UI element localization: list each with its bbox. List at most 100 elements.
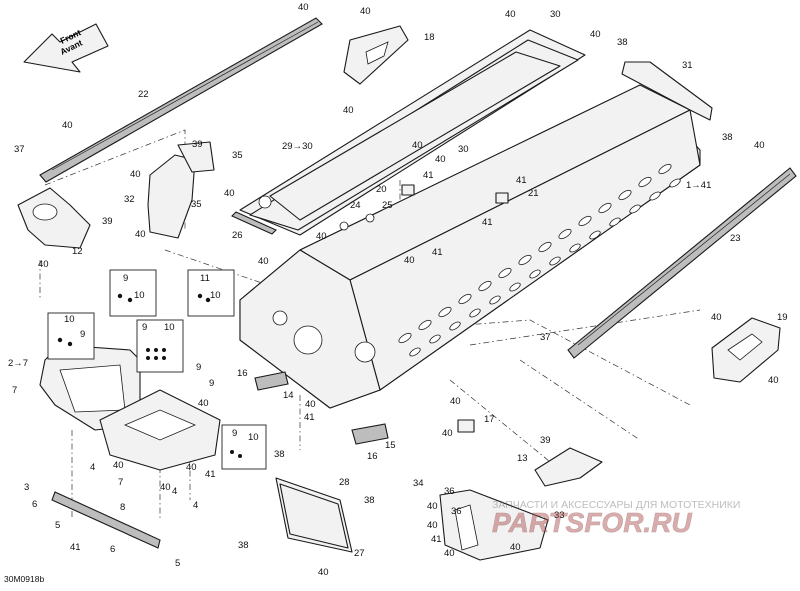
callout-15: 40 [412,140,423,151]
watermark: ЗАПЧАСТИ И АКСЕССУАРЫ ДЛЯ МОТОТЕХНИКИ PA… [492,499,741,538]
callout-95: 38 [238,540,249,551]
callout-20: 40 [130,169,141,180]
callout-59: 14 [283,390,294,401]
callout-28: 32 [124,194,135,205]
callout-58: 9 [209,378,214,389]
callout-66: 9 [232,428,237,439]
callout-4: 30 [550,9,561,20]
part-23-right-rail [567,167,797,359]
callout-33: 26 [232,230,243,241]
perforation-hole [438,306,452,318]
part-27-heat-exchanger [275,477,353,553]
perforation-hole [509,282,521,292]
callout-36: 23 [730,233,741,244]
part-26-strip [231,211,277,235]
perforation-hole [658,163,672,175]
callout-77: 7 [118,477,123,488]
callout-64: 17 [484,414,495,425]
callout-90: 33 [554,510,565,521]
callout-17: 40 [435,154,446,165]
callout-94: 41 [70,542,81,553]
callout-55: 16 [237,368,248,379]
callout-13: 35 [232,150,243,161]
callout-32: 39 [102,216,113,227]
callout-35: 40 [316,231,327,242]
perforation-hole [398,332,412,344]
part-19-bracket [711,317,781,383]
hardware-box-9-10-c [136,319,184,373]
perforation-hole [469,308,481,318]
part-31-rear-bracket [621,61,713,121]
callout-93: 41 [431,534,442,545]
callout-6: 38 [617,37,628,48]
callout-9: 40 [343,105,354,116]
callout-1: 40 [360,6,371,17]
watermark-small-text: ЗАПЧАСТИ И АКСЕССУАРЫ ДЛЯ МОТОТЕХНИКИ [492,499,740,511]
callout-97: 27 [354,548,365,559]
callout-49: 10 [164,322,175,333]
callout-62: 40 [450,396,461,407]
perforation-hole [449,321,461,331]
callout-54: 9 [196,362,201,373]
perforation-hole [558,228,572,240]
perforation-hole [458,293,472,305]
callout-81: 28 [339,477,350,488]
callout-2: 18 [424,32,435,43]
callout-3: 40 [505,9,516,20]
callout-92: 40 [427,520,438,531]
callout-79: 40 [160,482,171,493]
part-13-bracket [534,447,603,487]
callout-23: 1→41 [686,180,711,191]
callout-24: 40 [224,188,235,199]
front-direction-arrow: Front Avant [23,23,109,73]
callout-63: 41 [304,412,315,423]
callout-87: 8 [120,502,125,513]
callout-34: 40 [135,229,146,240]
perforation-hole [418,319,432,331]
callout-91: 5 [55,520,60,531]
part-14-footrest [254,371,289,391]
perforation-hole [589,230,601,240]
callout-80: 34 [413,478,424,489]
part-29-tunnel-panel [239,29,586,236]
callout-48: 9 [142,322,147,333]
perforation-hole [609,217,621,227]
callout-29: 35 [191,199,202,210]
part-1-tunnel-body [239,84,701,409]
callout-61: 40 [305,399,316,410]
callout-69: 39 [540,435,551,446]
callout-45: 10 [210,290,221,301]
perforation-hole [649,191,661,201]
callout-22: 41 [516,175,527,186]
part-12-bracket [17,187,91,249]
hardware-box-10-9-b [47,312,95,360]
callout-74: 13 [517,453,528,464]
callout-19: 40 [754,140,765,151]
hardware-box-9-10-d [221,424,267,470]
callout-21: 41 [423,170,434,181]
part-15-footrest [351,423,389,445]
callout-42: 9 [123,273,128,284]
callout-53: 2→7 [8,358,28,369]
callout-75: 40 [186,462,197,473]
perforation-hole [498,267,512,279]
perforation-hole [538,241,552,253]
hardware-box-9-10-a [109,269,157,317]
callout-101: 40 [318,567,329,578]
part-18-bracket [343,25,409,85]
callout-40: 40 [258,256,269,267]
callout-51: 19 [777,312,788,323]
callout-57: 7 [12,385,17,396]
callout-65: 40 [442,428,453,439]
perforation-hole [598,202,612,214]
callout-73: 38 [274,449,285,460]
callout-86: 6 [32,499,37,510]
callout-100: 5 [175,558,180,569]
callout-38: 41 [432,247,443,258]
callout-88: 40 [427,501,438,512]
callout-5: 40 [590,29,601,40]
callout-67: 10 [248,432,259,443]
callout-46: 10 [64,314,75,325]
part-17-clip [457,419,475,433]
